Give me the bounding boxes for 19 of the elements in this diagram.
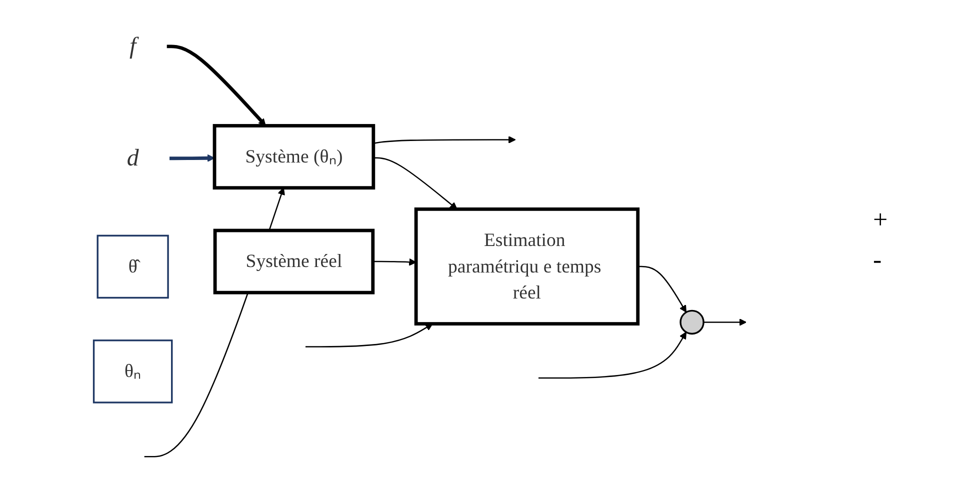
node-circle <box>680 309 704 334</box>
node-text: f <box>130 32 136 60</box>
sign-label: + <box>873 204 889 234</box>
node-box: Système (θₙ) <box>212 124 376 190</box>
node-box: θₙ <box>92 339 173 403</box>
arrow <box>372 258 416 266</box>
node-text: d <box>126 144 139 172</box>
node-box: θ̂ <box>96 234 169 298</box>
arrow <box>704 318 747 326</box>
arrow <box>166 44 266 126</box>
node-box: Estimation paramétriqu e temps réel <box>414 206 640 325</box>
arrow <box>538 331 687 378</box>
arrow <box>638 265 687 312</box>
arrow <box>170 154 215 162</box>
node-box: Système réel <box>213 228 375 294</box>
arrow <box>373 156 458 209</box>
arrow <box>305 322 433 347</box>
arrow <box>373 135 516 144</box>
sign-label: - <box>873 244 883 274</box>
